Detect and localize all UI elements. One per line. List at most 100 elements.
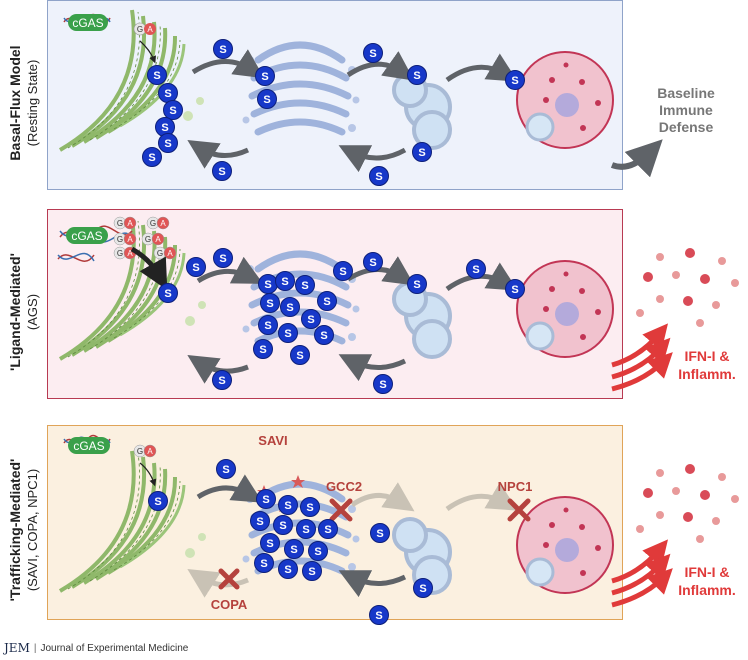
- svg-text:G: G: [137, 25, 143, 34]
- svg-text:S: S: [284, 500, 291, 512]
- arrow-inflammation: [611, 539, 669, 584]
- arrow-activation: [139, 462, 157, 487]
- svg-text:S: S: [256, 516, 263, 528]
- arrow-forward: [346, 51, 415, 81]
- sting-molecule: S: [278, 559, 298, 579]
- arrow-forward: [196, 256, 264, 284]
- outcome-baseline: Baseline: [657, 85, 715, 101]
- cgas-badge: [68, 437, 110, 454]
- arrow-retro: [338, 570, 407, 598]
- sting-molecule: S: [317, 291, 337, 311]
- sting-molecule: S: [257, 89, 277, 109]
- cgas-badge: [68, 14, 108, 31]
- svg-text:A: A: [160, 219, 166, 228]
- sting-molecule: S: [278, 323, 298, 343]
- defect-x-copa: [218, 568, 240, 590]
- svg-text:S: S: [369, 48, 376, 60]
- sting-molecule: S: [373, 374, 393, 394]
- svg-text:S: S: [302, 524, 309, 536]
- svg-text:S: S: [266, 298, 273, 310]
- sting-molecule: S: [280, 297, 300, 317]
- defect-label-npc1: NPC1: [498, 479, 533, 494]
- sting-molecule: S: [158, 83, 178, 103]
- sting-molecule: S: [255, 66, 275, 86]
- sting-molecule: S: [369, 605, 389, 625]
- journal-name: Journal of Experimental Medicine: [40, 642, 189, 654]
- svg-text:S: S: [164, 138, 171, 150]
- svg-text:G: G: [117, 235, 123, 244]
- svg-text:S: S: [308, 566, 315, 578]
- er-vesicle: [183, 111, 193, 121]
- sting-molecule: S: [212, 370, 232, 390]
- sting-molecule: S: [147, 65, 167, 85]
- svg-text:A: A: [167, 249, 173, 258]
- sting-molecule: S: [369, 166, 389, 186]
- svg-text:A: A: [147, 25, 153, 34]
- sting-molecule: S: [260, 293, 280, 313]
- svg-text:S: S: [418, 147, 425, 159]
- svg-text:S: S: [262, 494, 269, 506]
- cgas-label: cGAS: [73, 439, 104, 453]
- sting-molecule: S: [186, 257, 206, 277]
- sting-molecule: S: [333, 261, 353, 281]
- arrow-activation: [130, 246, 168, 291]
- sting-molecule: S: [284, 539, 304, 559]
- sting-molecule: S: [407, 274, 427, 294]
- svg-text:A: A: [127, 235, 133, 244]
- svg-text:S: S: [375, 171, 382, 183]
- sting-molecule: S: [212, 161, 232, 181]
- outcome-inflammation: Inflamm.: [678, 366, 736, 382]
- arrow-retro: [338, 354, 407, 382]
- svg-text:S: S: [339, 266, 346, 278]
- svg-text:S: S: [281, 276, 288, 288]
- journal-footer: JEM | Journal of Experimental Medicine: [4, 641, 188, 655]
- svg-text:S: S: [290, 544, 297, 556]
- arrow-activation: [139, 40, 157, 64]
- svg-text:S: S: [266, 538, 273, 550]
- svg-text:S: S: [164, 88, 171, 100]
- outcome-inflammation: IFN-I &: [684, 348, 729, 364]
- sting-molecule: S: [363, 252, 383, 272]
- svg-text:S: S: [279, 520, 286, 532]
- arrow-inflammation: [611, 337, 671, 380]
- svg-text:S: S: [261, 71, 268, 83]
- svg-text:S: S: [413, 279, 420, 291]
- sting-molecule: S: [302, 561, 322, 581]
- svg-text:A: A: [127, 219, 133, 228]
- svg-text:G: G: [150, 219, 156, 228]
- sting-molecule: S: [412, 142, 432, 162]
- sting-molecule: S: [505, 70, 525, 90]
- svg-text:S: S: [264, 320, 271, 332]
- arrow-inflammation: [611, 352, 673, 392]
- cgas-badge: [66, 227, 108, 244]
- vesicle-cluster: [392, 72, 452, 150]
- svg-text:A: A: [147, 447, 153, 456]
- svg-text:S: S: [284, 328, 291, 340]
- footer-separator: |: [33, 642, 37, 654]
- svg-text:S: S: [161, 122, 168, 134]
- svg-text:S: S: [419, 583, 426, 595]
- svg-text:S: S: [307, 314, 314, 326]
- arrow-retro: [187, 354, 249, 384]
- arrow-inflammation: [611, 553, 671, 596]
- svg-text:S: S: [511, 284, 518, 296]
- arrow-retro: [187, 139, 250, 169]
- outcome-baseline: Defense: [659, 119, 714, 135]
- defect-label-gcc2: GCC2: [326, 479, 362, 494]
- arrow-forward: [196, 474, 263, 503]
- sting-molecule: S: [158, 133, 178, 153]
- sting-molecule: S: [505, 279, 525, 299]
- svg-text:G: G: [117, 219, 123, 228]
- sting-molecule: S: [213, 248, 233, 268]
- arrow-forward: [445, 53, 518, 83]
- svg-text:S: S: [218, 375, 225, 387]
- lysosome-organelle: [515, 50, 615, 150]
- svg-text:S: S: [169, 105, 176, 117]
- svg-text:A: A: [155, 235, 161, 244]
